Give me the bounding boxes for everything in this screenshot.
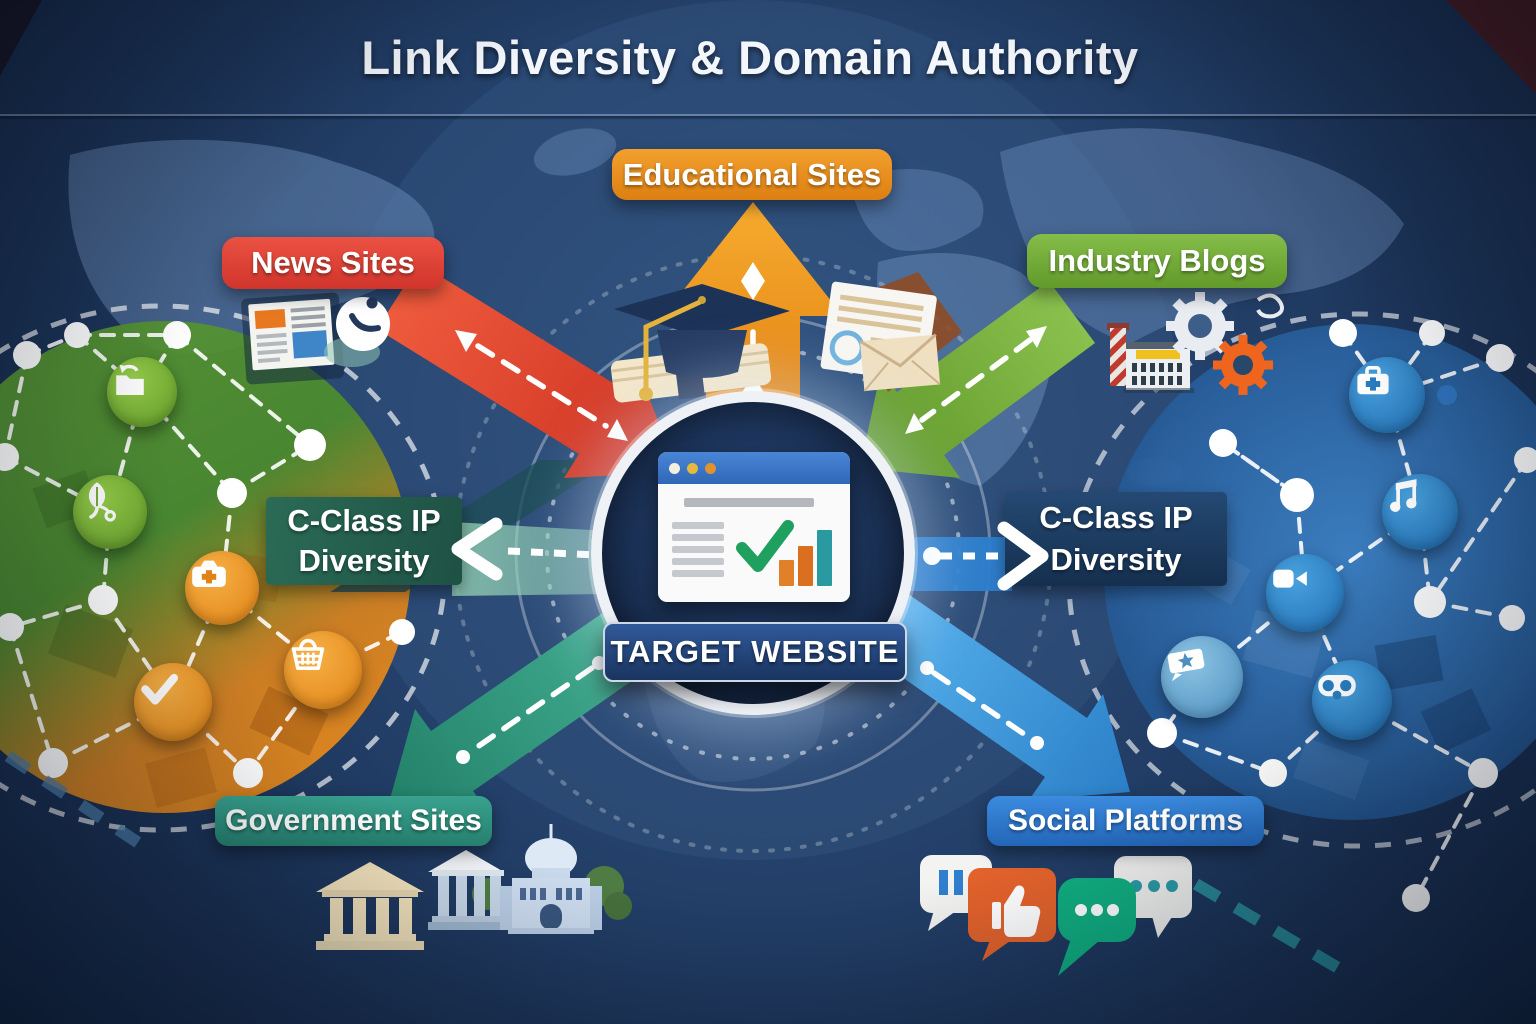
gear-icon [1166,292,1234,360]
page-title: Link Diversity & Domain Authority [361,31,1139,84]
node-label-industry: Industry Blogs [1027,234,1287,288]
node-label-cclass-left: C-Class IP Diversity [266,497,462,585]
government-buildings [316,824,632,950]
medical-media-icon [185,551,259,625]
arrow-industry [860,281,1095,478]
corner-accent [1446,0,1536,94]
dashed-path [4,751,156,857]
ticket-star-icon [1161,636,1243,718]
browser-window-icon [658,452,850,602]
window-dot-icon [669,462,680,474]
corner-accent [0,0,42,76]
newspaper-icon [241,292,345,385]
doodle-icon [1256,293,1284,319]
thumbs-up-bubble-icon [968,868,1056,961]
classical-building-icon [316,862,424,950]
node-label-cclass-right: C-Class IP Diversity [1005,492,1227,586]
music-note-icon [1382,474,1458,550]
envelope-icon [859,333,941,392]
columned-building-icon [428,850,508,930]
network-node-dots [1147,319,1536,912]
video-camera-icon [1266,554,1344,632]
target-website-pill: TARGET WEBSITE [603,622,907,682]
browser-titlebar [658,452,850,484]
dots-bubble-icon [1058,878,1136,976]
graduation-cap-icon [610,284,790,403]
node-label-government: Government Sites [215,796,492,846]
node-label-educational: Educational Sites [612,149,892,200]
checkmark-icon [134,663,212,741]
node-label-news: News Sites [222,237,444,289]
medical-briefcase-icon [1349,357,1425,433]
phone-icon [324,297,390,367]
gear-icon [1213,335,1273,395]
vr-goggles-icon [1312,660,1392,740]
window-dot-icon [687,462,698,474]
shopping-basket-icon [284,631,362,709]
capitol-dome-icon [500,824,602,934]
cclass-right-band [898,537,1012,591]
network-node-dots [0,321,415,788]
checkmark-icon [736,520,794,572]
window-dot-icon [705,462,716,474]
node-label-social: Social Platforms [987,796,1264,846]
factory-icon [1107,323,1194,393]
dashed-path [1192,878,1349,978]
arrow-news [377,263,678,478]
social-bubbles [920,855,1192,976]
title-divider [0,114,1536,116]
folder-sync-icon [107,357,177,427]
herbal-health-icon [73,475,147,549]
arrow-social [859,589,1130,800]
